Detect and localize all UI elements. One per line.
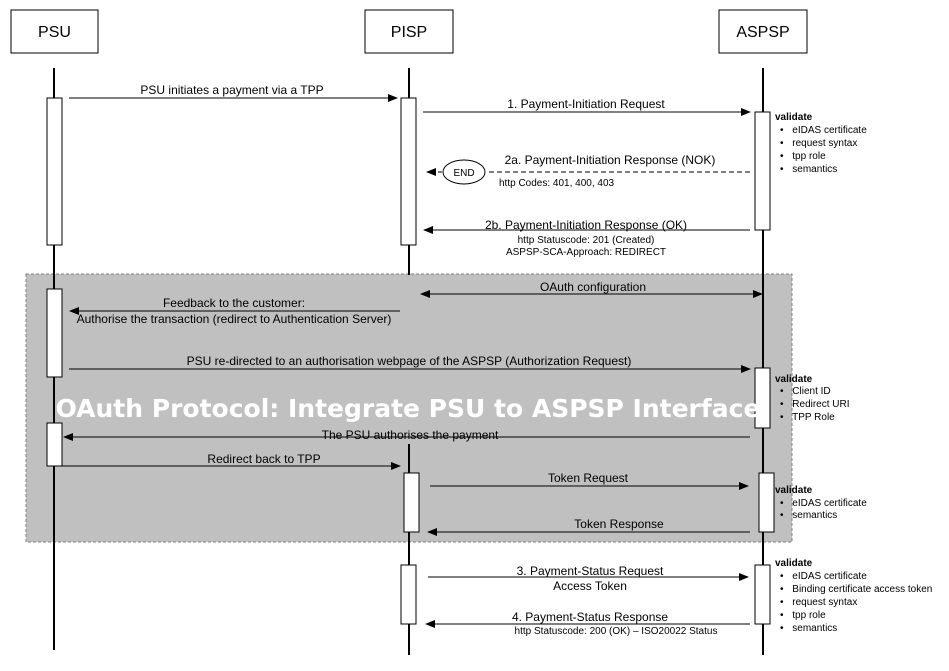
validation-note-4: validate • eIDAS certificate • Binding c…	[775, 558, 932, 634]
activation-psu-1	[46, 97, 63, 246]
participant-aspsp-label: ASPSP	[736, 24, 789, 41]
participant-pisp-label: PISP	[391, 24, 427, 41]
validation-item: • request syntax	[780, 138, 857, 149]
oauth-box-title: OAuth Protocol: Integrate PSU to ASPSP I…	[56, 394, 761, 423]
validation-title: validate	[775, 374, 813, 385]
validation-title: validate	[775, 558, 813, 569]
label-response-ok-approach: ASPSP-SCA-Approach: REDIRECT	[506, 247, 666, 258]
participant-aspsp: ASPSP	[718, 9, 808, 54]
label-response-ok-status: http Statuscode: 201 (Created)	[518, 235, 655, 246]
label-response-ok: 2b. Payment-Initiation Response (OK)	[485, 218, 687, 232]
label-payment-status-response: 4. Payment-Status Response	[512, 610, 668, 624]
label-feedback-line2: Authorise the transaction (redirect to A…	[77, 312, 392, 326]
validation-item: • Redirect URI	[780, 399, 850, 410]
label-response-nok-codes: http Codes: 401, 400, 403	[499, 178, 615, 189]
activation-aspsp-4	[754, 564, 771, 625]
activation-aspsp-1	[754, 111, 771, 231]
label-redirect-back: Redirect back to TPP	[207, 452, 320, 466]
validation-item: • request syntax	[780, 597, 857, 608]
validation-item: • tpp role	[780, 151, 826, 162]
activation-psu-3	[46, 422, 63, 467]
validation-item: • eIDAS certificate	[780, 571, 867, 582]
label-psu-redirected: PSU re-directed to an authorisation webp…	[187, 354, 632, 368]
activation-pisp-1	[400, 97, 417, 246]
validation-item: • semantics	[780, 623, 837, 634]
label-token-request: Token Request	[548, 471, 629, 485]
label-psu-initiates: PSU initiates a payment via a TPP	[140, 83, 323, 97]
validation-item: • tpp role	[780, 610, 826, 621]
label-oauth-configuration: OAuth configuration	[540, 280, 646, 294]
validation-item: • semantics	[780, 510, 837, 521]
validation-item: • eIDAS certificate	[780, 125, 867, 136]
validation-item: • semantics	[780, 164, 837, 175]
label-payment-initiation-request: 1. Payment-Initiation Request	[507, 97, 665, 111]
validation-note-3: validate • eIDAS certificate • semantics	[775, 485, 867, 521]
label-token-response: Token Response	[574, 517, 664, 531]
label-payment-status-code: http Statuscode: 200 (OK) – ISO20022 Sta…	[515, 626, 718, 637]
validation-title: validate	[775, 485, 813, 496]
label-feedback-line1: Feedback to the customer:	[163, 296, 305, 310]
validation-item: • Binding certificate access token	[780, 584, 932, 595]
label-payment-status-request: 3. Payment-Status Request	[517, 564, 664, 578]
participant-pisp: PISP	[364, 9, 454, 54]
validation-note-2: validate • Client ID • Redirect URI • TP…	[775, 374, 850, 423]
activation-pisp-3	[400, 564, 417, 625]
activation-aspsp-2	[754, 367, 771, 429]
label-psu-authorises: The PSU authorises the payment	[322, 428, 499, 442]
label-access-token: Access Token	[553, 579, 627, 593]
validation-title: validate	[775, 112, 813, 123]
activation-aspsp-3	[758, 472, 775, 533]
label-response-nok: 2a. Payment-Initiation Response (NOK)	[505, 153, 716, 167]
end-node	[442, 159, 486, 185]
participant-psu: PSU	[10, 9, 99, 54]
end-node-label: END	[453, 168, 474, 179]
validation-note-1: validate • eIDAS certificate • request s…	[775, 112, 867, 175]
participant-psu-label: PSU	[38, 24, 71, 41]
activation-psu-2	[46, 288, 63, 378]
activation-pisp-2	[403, 472, 420, 533]
validation-item: • eIDAS certificate	[780, 498, 867, 509]
validation-item: • TPP Role	[780, 412, 835, 423]
validation-item: • Client ID	[780, 386, 831, 397]
